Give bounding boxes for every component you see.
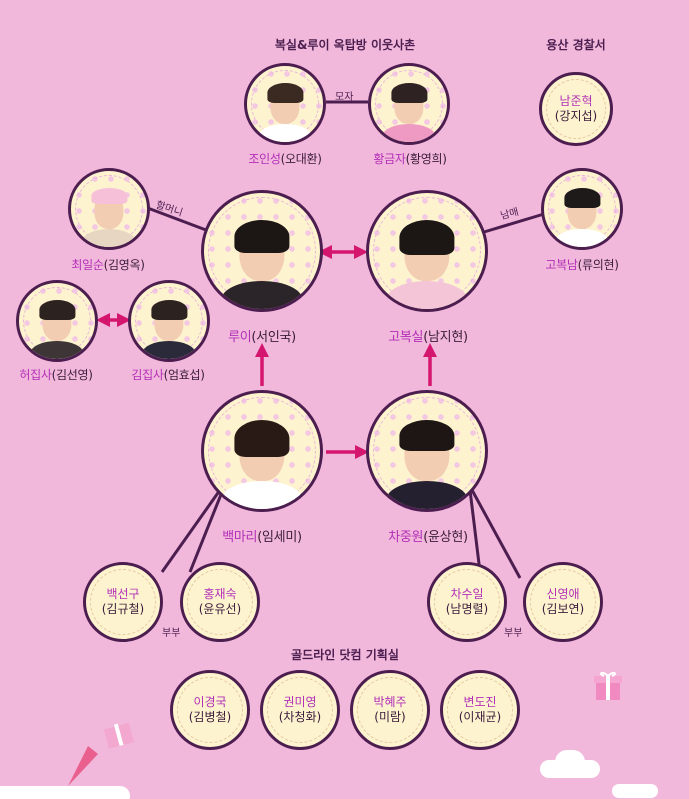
label-cha: 차중원(윤상현) bbox=[388, 530, 468, 545]
portrait-kim bbox=[128, 280, 210, 362]
portrait-choi bbox=[68, 168, 150, 250]
label-choi: 최일순(김영옥) bbox=[71, 258, 145, 272]
cloud-decoration-left bbox=[0, 786, 130, 799]
node-chasu: 차수일(남명렬) bbox=[427, 562, 507, 642]
cloud-decoration-small bbox=[612, 784, 658, 798]
portrait-bok bbox=[366, 190, 488, 312]
portrait-rui bbox=[201, 190, 323, 312]
relation-label-mother-son: 모자 bbox=[335, 92, 354, 103]
gift-box-icon bbox=[594, 671, 622, 700]
node-baek: 백선구(김규철) bbox=[83, 562, 163, 642]
line-mari-baek bbox=[160, 489, 222, 573]
label-hwang: 황금자(황영희) bbox=[373, 152, 447, 166]
node-park: 박혜주(미람) bbox=[350, 670, 430, 750]
relation-label-couple-left: 부부 bbox=[162, 628, 181, 639]
node-lee: 이경국(김병철) bbox=[170, 670, 250, 750]
node-byun: 변도진(이재균) bbox=[440, 670, 520, 750]
label-jo: 조인성(오대환) bbox=[248, 152, 322, 166]
line-cha-shin bbox=[470, 489, 522, 579]
label-rui: 루이(서인국) bbox=[228, 330, 296, 345]
label-bok: 고복실(남지현) bbox=[388, 330, 468, 345]
node-hong: 홍재숙(윤유선) bbox=[180, 562, 260, 642]
line-bok-boknam bbox=[483, 212, 545, 234]
node-shin: 신영애(김보연) bbox=[523, 562, 603, 642]
portrait-cha bbox=[366, 390, 488, 512]
line-choi-rui bbox=[144, 205, 207, 232]
label-heo: 허집사(김선영) bbox=[19, 368, 93, 382]
portrait-hwang bbox=[368, 63, 450, 145]
line-cha-chasu bbox=[468, 489, 482, 573]
node-nam: 남준혁(강지섭) bbox=[539, 72, 613, 146]
flying-gift-icon bbox=[68, 722, 135, 786]
portrait-heo bbox=[16, 280, 98, 362]
relation-label-couple-right: 부부 bbox=[504, 628, 523, 639]
label-mari: 백마리(임세미) bbox=[222, 530, 302, 545]
group-heading-company: 골드라인 닷컴 기획실 bbox=[291, 648, 399, 662]
line-mari-hong bbox=[188, 491, 224, 573]
group-heading-rooftop: 복실&루이 옥탑방 이웃사촌 bbox=[274, 38, 416, 52]
label-boknam: 고복남(류의현) bbox=[545, 258, 619, 272]
group-heading-police: 용산 경찰서 bbox=[546, 38, 606, 52]
node-kwon: 권미영(차청화) bbox=[260, 670, 340, 750]
portrait-jo bbox=[244, 63, 326, 145]
cloud-decoration-right-puff bbox=[555, 750, 585, 774]
portrait-mari bbox=[201, 390, 323, 512]
label-kim: 김집사(엄효섭) bbox=[131, 368, 205, 382]
portrait-boknam bbox=[541, 168, 623, 250]
